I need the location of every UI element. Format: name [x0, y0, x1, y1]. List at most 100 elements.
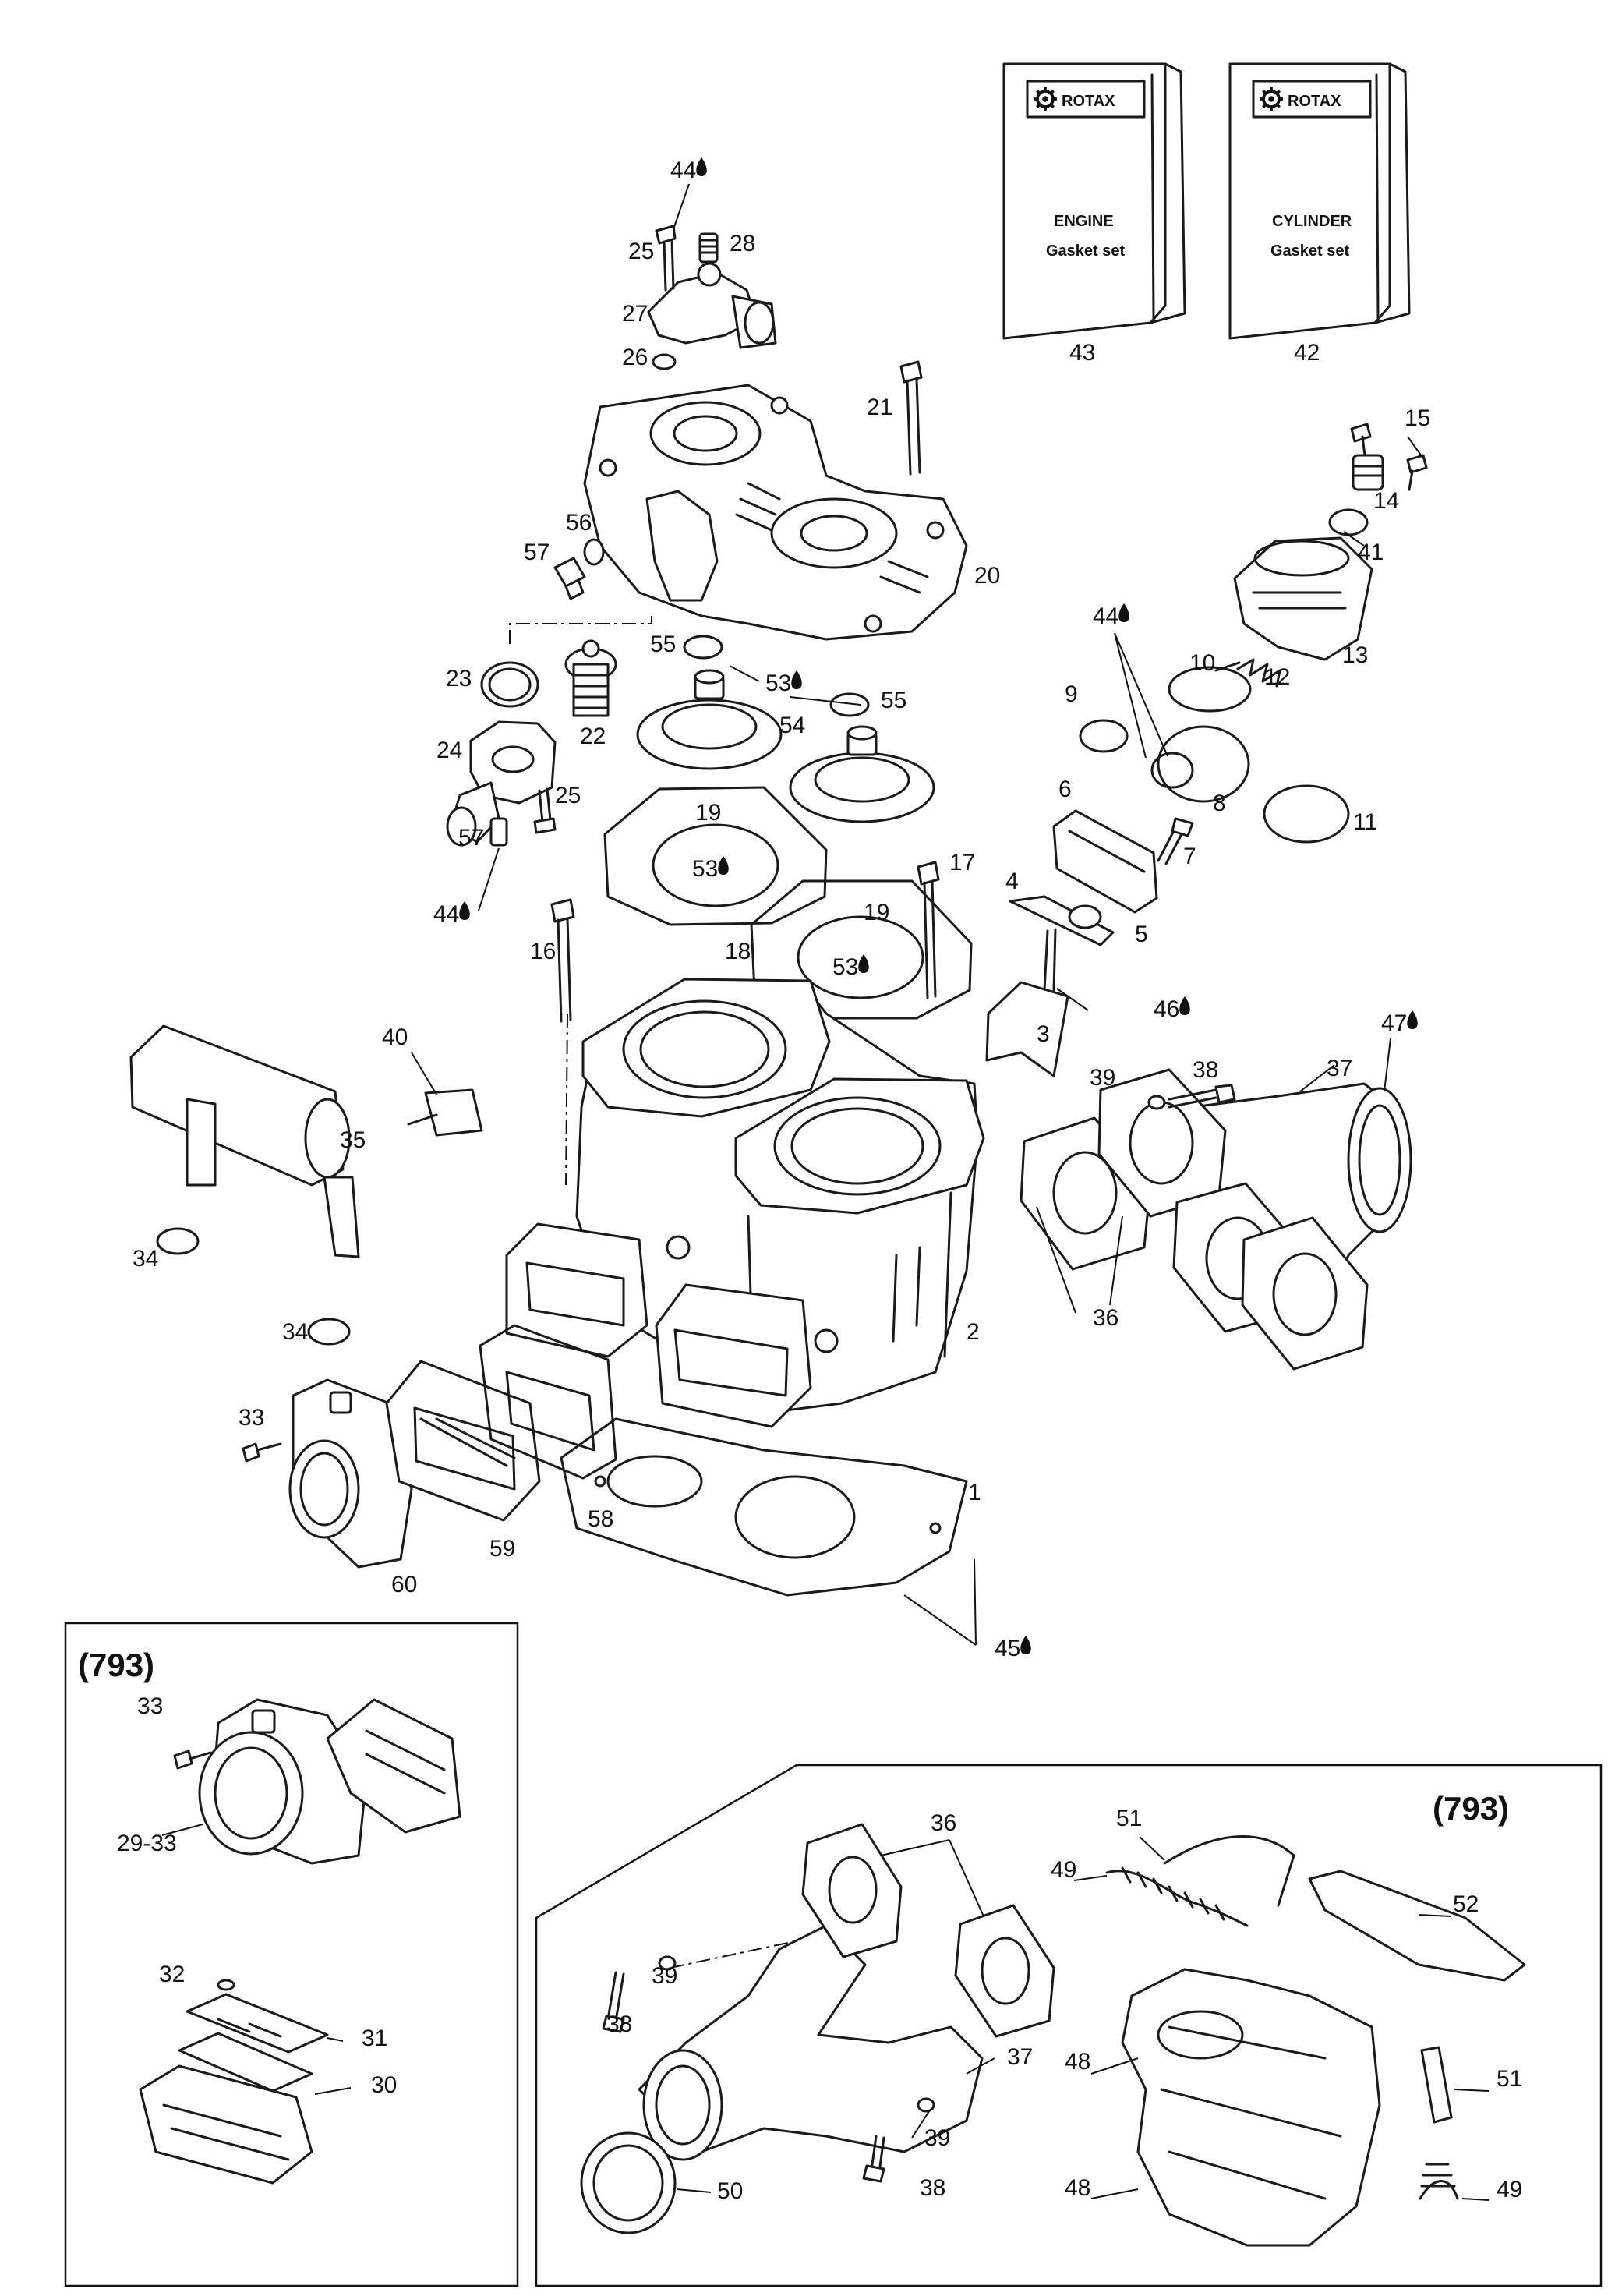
- dash-line: [565, 1013, 568, 1186]
- sealant-drop-icon: [459, 901, 470, 920]
- o-ring-9: [1079, 719, 1129, 753]
- stud-16: [550, 898, 575, 1023]
- callout-55: 55: [881, 688, 906, 713]
- book-label: 42: [1294, 340, 1320, 366]
- reed-block-59: [385, 1360, 541, 1522]
- callout-44: 44: [433, 901, 459, 927]
- callout-1: 1: [968, 1480, 981, 1505]
- inset-bolt-38-lower: [862, 2097, 935, 2183]
- bolt-25-lower: [533, 787, 557, 834]
- callout-50: 50: [717, 2178, 743, 2204]
- intake-flange-right: [655, 1283, 812, 1428]
- callout-15: 15: [1405, 405, 1430, 431]
- callout-47: 47: [1381, 1010, 1407, 1036]
- muffler-35: [129, 1024, 360, 1258]
- callout-53: 53: [765, 670, 791, 696]
- gasket-4: [1009, 895, 1115, 946]
- callout-52: 52: [1453, 1891, 1479, 1917]
- head-gasket-18-a: [603, 786, 828, 926]
- book-brand: ROTAX: [1062, 93, 1115, 110]
- callout-59: 59: [489, 1536, 515, 1562]
- screw-33: [242, 1442, 282, 1463]
- stud-17: [917, 861, 940, 999]
- callout-45: 45: [995, 1636, 1020, 1661]
- leader-line: [314, 2037, 352, 2095]
- callout-48: 48: [1065, 2175, 1090, 2201]
- callout-25: 25: [628, 239, 654, 264]
- leader-line: [478, 847, 500, 911]
- callout-37: 37: [1327, 1056, 1352, 1081]
- callout-6: 6: [1058, 777, 1072, 802]
- oil-plug-14: [1352, 454, 1384, 491]
- callout-32: 32: [159, 1962, 185, 1987]
- leader-line: [1073, 1836, 1490, 2201]
- callout-19: 19: [695, 800, 721, 826]
- thermostat-22: [564, 639, 617, 717]
- callout-20: 20: [974, 563, 1000, 589]
- callout-58: 58: [588, 1506, 613, 1532]
- sealant-drop-icon: [1407, 1010, 1418, 1029]
- leader-line: [1114, 632, 1168, 759]
- inset-reed-cage-30: [139, 2064, 313, 2185]
- inset-screw-32: [217, 1979, 235, 1991]
- callout-8: 8: [1213, 791, 1226, 816]
- callout-18: 18: [725, 939, 751, 964]
- sealant-drop-icon: [1020, 1636, 1031, 1654]
- callout-2: 2: [967, 1319, 980, 1345]
- leader-line: [411, 1052, 437, 1095]
- sealant-drop-icon: [858, 954, 869, 973]
- inset-exhaust-manifold: [638, 1924, 984, 2161]
- callout-36: 36: [1093, 1305, 1118, 1331]
- bearing-5: [1068, 904, 1102, 929]
- inset-heat-shield-52: [1308, 1870, 1526, 1982]
- leader-line: [729, 665, 861, 706]
- inset-exhaust-pipe-48: [1121, 1968, 1381, 2247]
- inset-bolt-38: [602, 1955, 677, 2033]
- inset-screw-33: [173, 1749, 212, 1770]
- inset-reed-petal: [178, 2032, 313, 2093]
- inset-clip-51-b: [1420, 2046, 1453, 2124]
- callout-53: 53: [832, 954, 858, 980]
- callout-28: 28: [730, 231, 755, 256]
- book-label: 43: [1069, 340, 1095, 366]
- callout-35: 35: [340, 1127, 366, 1153]
- callout-33: 33: [239, 1405, 264, 1431]
- inset-right-title: (793): [1433, 1790, 1509, 1827]
- rotary-valve-cover-13: [1233, 536, 1373, 661]
- thermostat-housing-top: [647, 262, 777, 349]
- callout-49: 49: [1051, 1857, 1076, 1883]
- callout-23: 23: [446, 666, 472, 692]
- inset-reed-stop-31: [186, 1993, 329, 2054]
- callout-9: 9: [1065, 681, 1078, 707]
- callout-10: 10: [1189, 650, 1215, 676]
- callout-16: 16: [530, 939, 556, 964]
- intake-flange-left: [505, 1222, 648, 1358]
- callout-29-33: 29-33: [117, 1831, 177, 1856]
- dash-line: [509, 616, 652, 644]
- callout-38: 38: [1193, 1057, 1218, 1083]
- callout-7: 7: [1183, 844, 1196, 869]
- crankcase-gasket-1: [560, 1417, 968, 1597]
- callout-25: 25: [555, 783, 581, 808]
- callout-44: 44: [1093, 603, 1118, 629]
- cylinder-gasket-set-book: ROTAX CYLINDER Gasket set: [1228, 62, 1411, 340]
- callout-14: 14: [1373, 488, 1399, 514]
- callout-60: 60: [391, 1572, 417, 1597]
- thermostat-cover-24: [446, 720, 557, 847]
- callout-38: 38: [920, 2175, 945, 2201]
- bolt-7: [1157, 817, 1194, 865]
- inset-left-frame: [64, 1622, 519, 2287]
- leader-line: [673, 183, 690, 230]
- callout-13: 13: [1342, 642, 1368, 668]
- callout-21: 21: [867, 394, 892, 420]
- valve-housing-6: [1052, 809, 1158, 914]
- callout-34: 34: [282, 1319, 308, 1345]
- engine-gasket-set-book: ROTAX ENGINE Gasket set: [1002, 62, 1186, 340]
- combustion-dome-54-b: [789, 725, 935, 823]
- callout-30: 30: [371, 2072, 397, 2098]
- callout-40: 40: [382, 1024, 408, 1050]
- callout-57: 57: [524, 540, 550, 565]
- inset-reed-block: [326, 1698, 461, 1834]
- leader-line: [161, 1824, 203, 1836]
- callout-3: 3: [1037, 1021, 1050, 1047]
